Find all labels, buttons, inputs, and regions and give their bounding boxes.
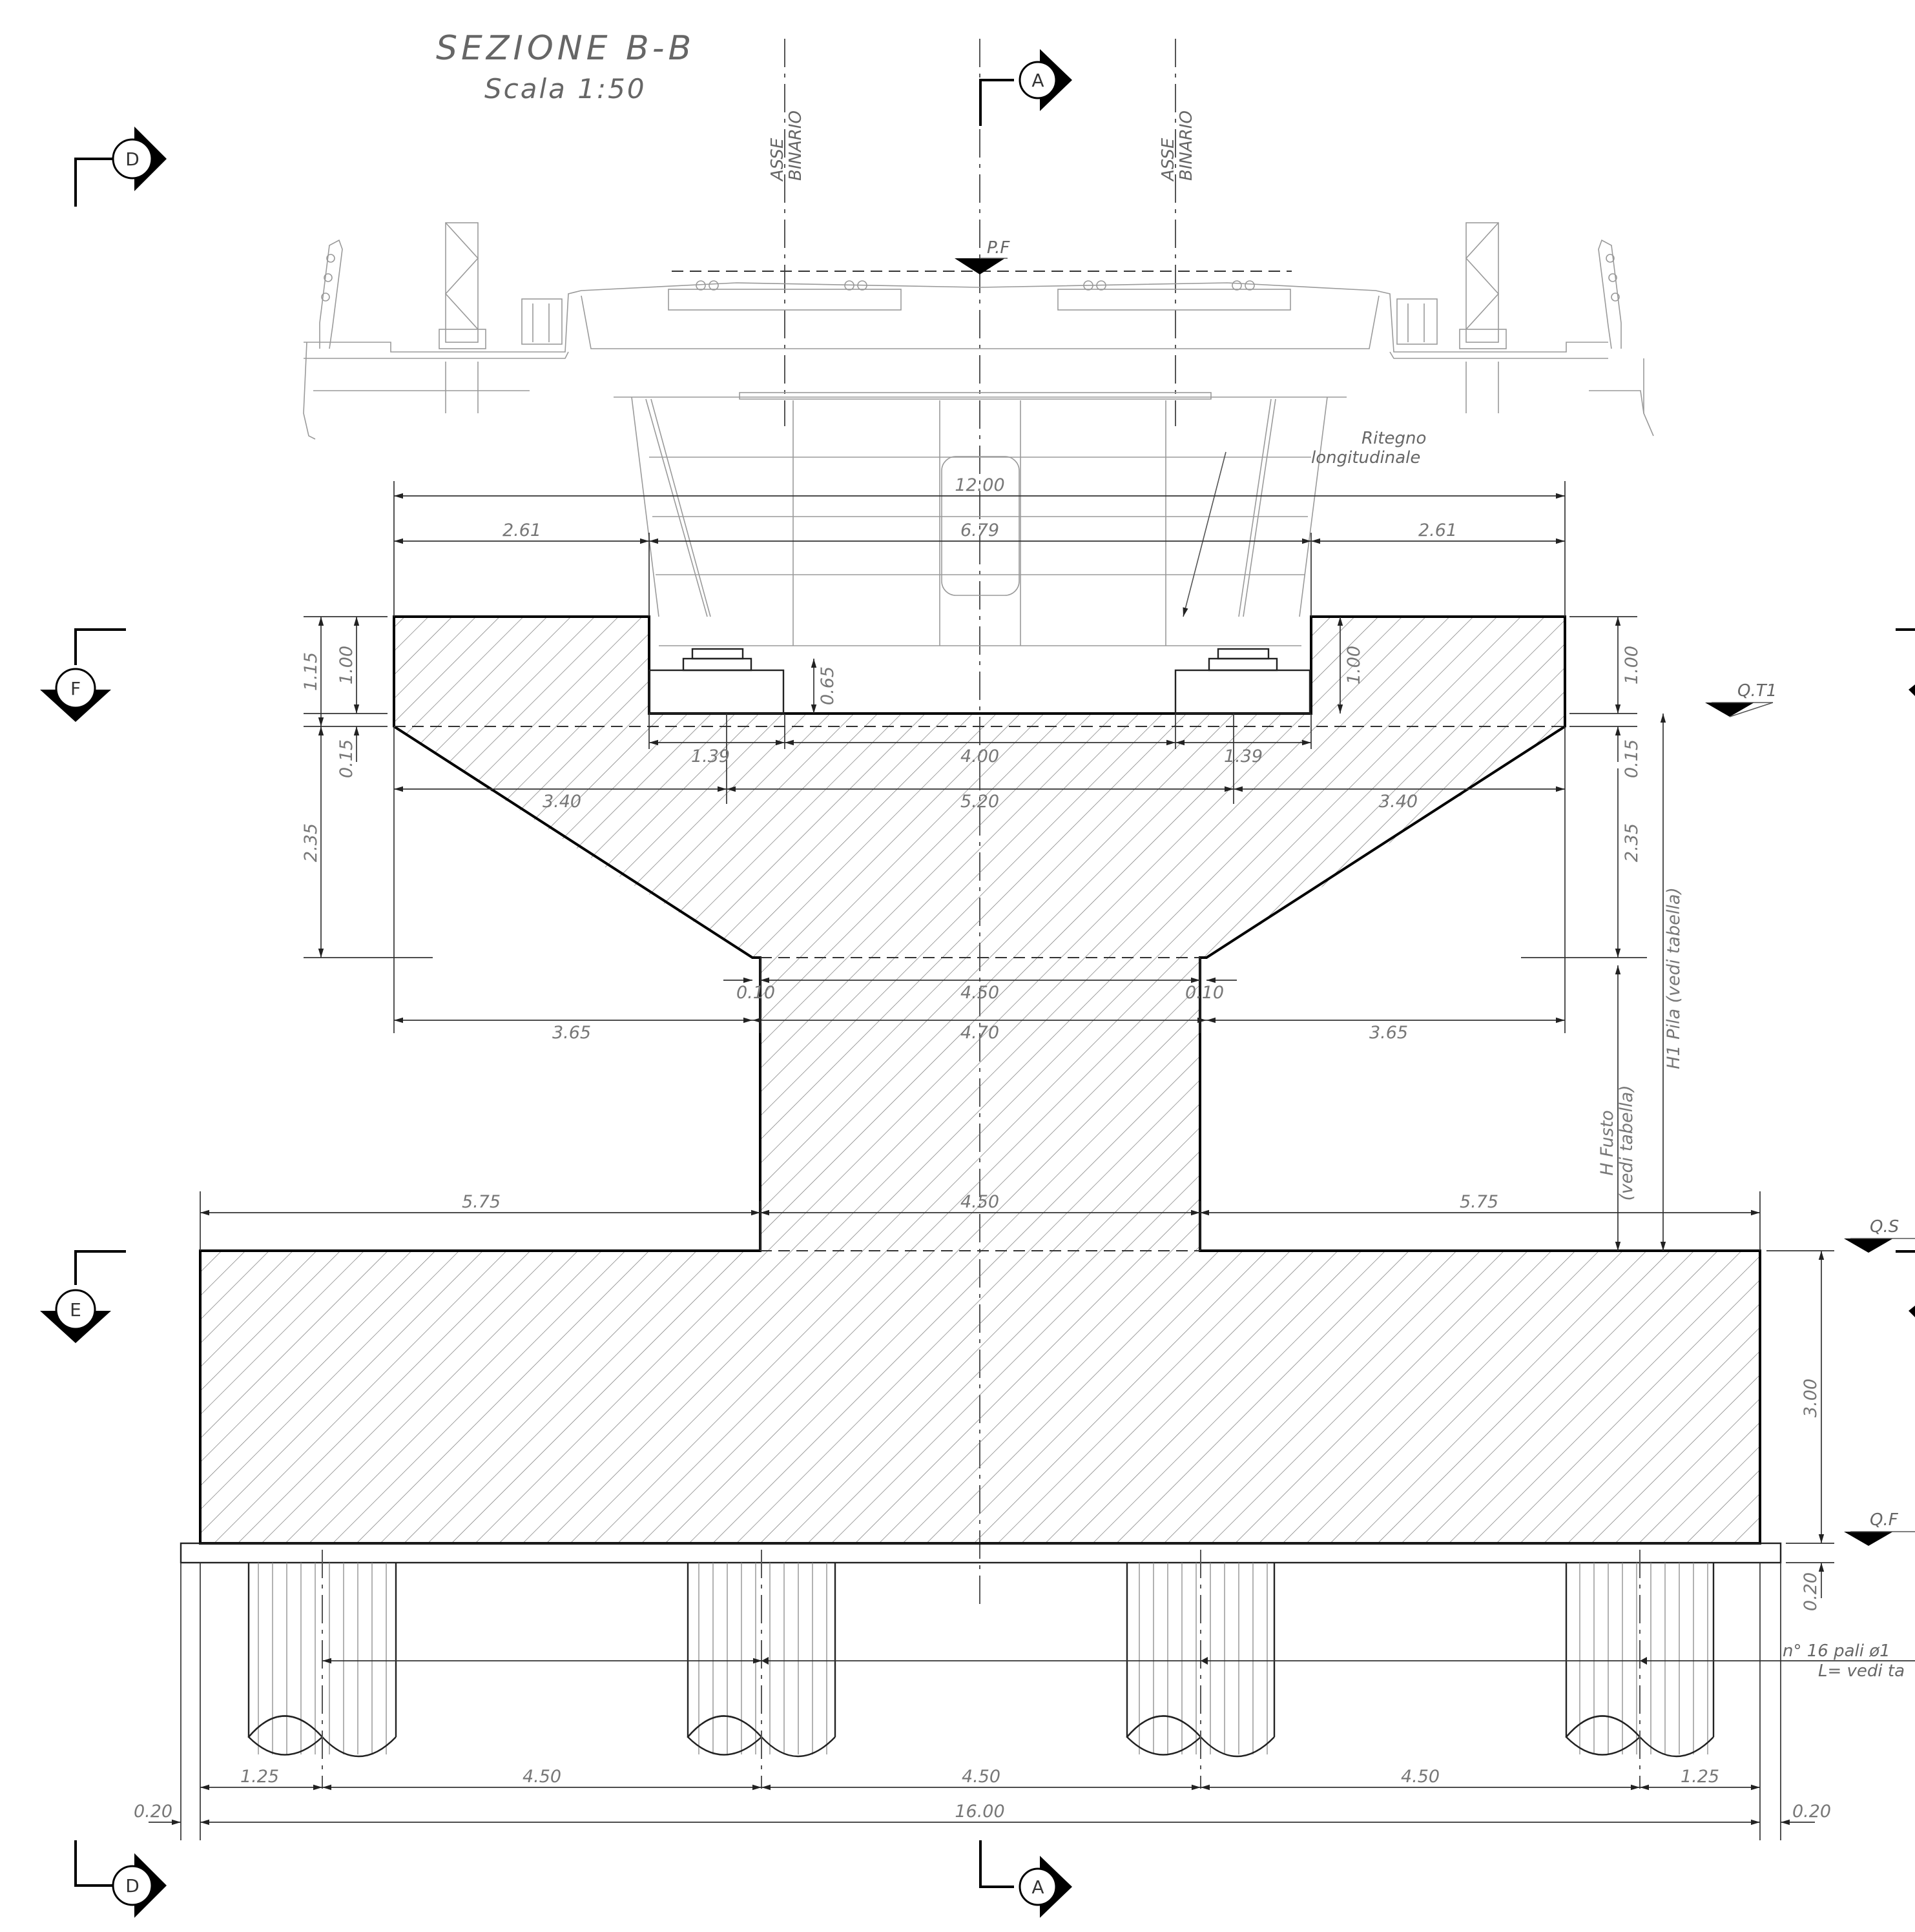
dim-plinth-left: 5.75 (462, 1192, 501, 1212)
level-qt1: Q.T1 (1705, 681, 1777, 717)
ritegno-leader (1183, 451, 1227, 617)
dim-h-right-015: 0.15 (1622, 739, 1642, 778)
dim-over-left: 3.65 (552, 1023, 591, 1043)
dim-h-right-235: 2.35 (1622, 823, 1642, 862)
dim-bearing-left: 1.39 (691, 746, 730, 766)
axis-label-right-2: BINARIO (1177, 110, 1196, 181)
dim-shaft-width: 4.70 (960, 1023, 999, 1043)
dim-pile-1: 4.50 (523, 1767, 561, 1787)
section-marker-f: F (40, 628, 126, 722)
ritegno-label-1: Ritegno (1361, 429, 1426, 448)
dim-h-right-outer: 1.00 (1622, 646, 1642, 684)
level-qs: Q.S (1844, 1217, 1915, 1253)
dim-blind-right: 0.20 (1792, 1802, 1831, 1822)
svg-text:P.F: P.F (987, 238, 1010, 258)
pali-label-2: L= vedi ta (1818, 1661, 1905, 1681)
dim-taper-mid: 5.20 (960, 792, 999, 812)
h1-pila-label: H1 Pila (vedi tabella) (1664, 887, 1684, 1069)
pile-3 (1126, 1550, 1276, 1789)
section-marker-d-top: D (74, 127, 167, 207)
section-markers: A A D D F (40, 49, 1915, 1918)
axis-label-left-1: ASSE (768, 138, 787, 182)
h-fusto-label-2: (vedi tabella) (1617, 1085, 1637, 1200)
dim-over-right: 3.65 (1369, 1023, 1408, 1043)
dim-cap-right: 2.61 (1418, 520, 1457, 540)
dim-pile-edge-left: 1.25 (240, 1767, 279, 1787)
dim-bearing-right: 1.39 (1224, 746, 1263, 766)
svg-text:D: D (125, 149, 140, 170)
svg-text:A: A (1031, 70, 1044, 91)
svg-text:Q.S: Q.S (1870, 1217, 1899, 1237)
svg-text:E: E (70, 1299, 81, 1321)
svg-text:Q.F: Q.F (1870, 1510, 1899, 1530)
axis-label-right-1: ASSE (1159, 138, 1178, 182)
dim-pile-3: 4.50 (1401, 1767, 1440, 1787)
dim-bearing-mid: 4.00 (960, 746, 999, 766)
scale-label: Scala 1:50 (484, 73, 647, 105)
section-marker-e: E (40, 1250, 126, 1343)
dim-plinth-right: 5.75 (1460, 1192, 1498, 1212)
dim-neck-mid: 4.50 (960, 983, 999, 1003)
dim-cap-left: 2.61 (502, 520, 541, 540)
dim-plinth-mid: 4.50 (960, 1192, 999, 1212)
pile-2 (687, 1550, 836, 1789)
h-fusto-label-1: H Fusto (1597, 1110, 1617, 1176)
section-marker-a-bottom: A (979, 1840, 1072, 1918)
level-pf: P.F (955, 238, 1010, 274)
dim-neck-left: 0.10 (736, 983, 775, 1003)
axis-label-left-2: BINARIO (786, 110, 805, 181)
dim-pile-2: 4.50 (962, 1767, 1000, 1787)
deck-superstructure: Ritegno longitudinale (303, 222, 1654, 646)
dim-12-00: 12.00 (955, 475, 1004, 495)
ritegno-label-2: longitudinale (1311, 448, 1420, 468)
dimensions: 12.00 2.61 6.79 2.61 1.15 1.00 0.15 2.35… (134, 475, 1834, 1840)
section-title: SEZIONE B-B (436, 29, 695, 68)
dim-h-right-inner: 1.00 (1344, 646, 1364, 684)
dim-h-left-115: 1.15 (301, 652, 321, 691)
dim-neck-right: 0.10 (1185, 983, 1224, 1003)
dim-h-left-100: 1.00 (336, 646, 357, 684)
dim-taper-left: 3.40 (543, 792, 581, 812)
svg-text:Q.T1: Q.T1 (1737, 681, 1777, 701)
dim-cap-mid: 6.79 (960, 520, 999, 540)
svg-text:A: A (1031, 1876, 1044, 1898)
section-marker-d-bottom: D (74, 1840, 167, 1918)
level-qf: Q.F (1844, 1510, 1915, 1546)
title-block: SEZIONE B-B Scala 1:50 (436, 29, 695, 105)
svg-text:D: D (125, 1875, 140, 1896)
dim-taper-right: 3.40 (1379, 792, 1418, 812)
dim-blinding: 0.20 (1801, 1572, 1821, 1611)
dim-h-left-015: 0.15 (336, 739, 357, 778)
dim-blind-left: 0.20 (134, 1802, 172, 1822)
piles: n° 16 pali ø1 L= vedi ta (247, 1550, 1915, 1789)
section-marker-a-top: A (979, 49, 1072, 126)
svg-text:F: F (70, 678, 81, 699)
pile-4 (1565, 1550, 1715, 1789)
dim-total-width: 16.00 (955, 1802, 1004, 1822)
dim-pile-edge-right: 1.25 (1681, 1767, 1719, 1787)
dim-plinth-height: 3.00 (1801, 1379, 1821, 1417)
dim-h-left-235: 2.35 (301, 823, 321, 862)
pali-label-1: n° 16 pali ø1 (1783, 1641, 1890, 1661)
dim-bearing-h: 0.65 (818, 666, 838, 705)
level-markers: P.F Q.T1 Q.S Q.F (955, 238, 1915, 1546)
pile-1 (247, 1550, 397, 1789)
